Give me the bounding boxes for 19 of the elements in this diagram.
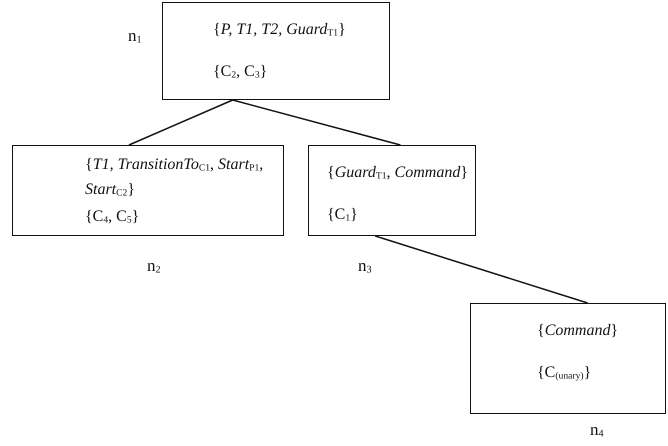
variable-set: {Guard$_{T1}$, Command} [327, 163, 468, 184]
connector-line [374, 235, 588, 304]
node-label: n$_{4}$ [590, 420, 604, 440]
variable-set: {P, T1, T2, Guard$_{T1}$} [213, 20, 346, 40]
connector-line [232, 99, 401, 146]
tree-node-box [162, 2, 390, 100]
node-label: n$_{1}$ [128, 26, 142, 46]
constraint-set: {C$_{1}$} [327, 205, 358, 226]
constraint-set: {C$_{(unary)}$} [537, 363, 592, 384]
constraint-set: {C$_{2}$, C$_{3}$} [213, 62, 268, 82]
connector-line [128, 99, 233, 146]
constraint-set: {C$_{4}$, C$_{5}$} [85, 207, 140, 228]
variable-set: {Command} [537, 321, 618, 341]
tree-node-box [12, 145, 284, 236]
node-label: n$_{2}$ [147, 256, 161, 276]
tree-node-box [308, 145, 476, 236]
tree-node-box [470, 303, 666, 414]
node-label: n$_{3}$ [358, 256, 372, 276]
variable-set: {T1, TransitionTo$_{C1}$, Start$_{P1}$, Start$_{C2}$} [85, 155, 264, 201]
